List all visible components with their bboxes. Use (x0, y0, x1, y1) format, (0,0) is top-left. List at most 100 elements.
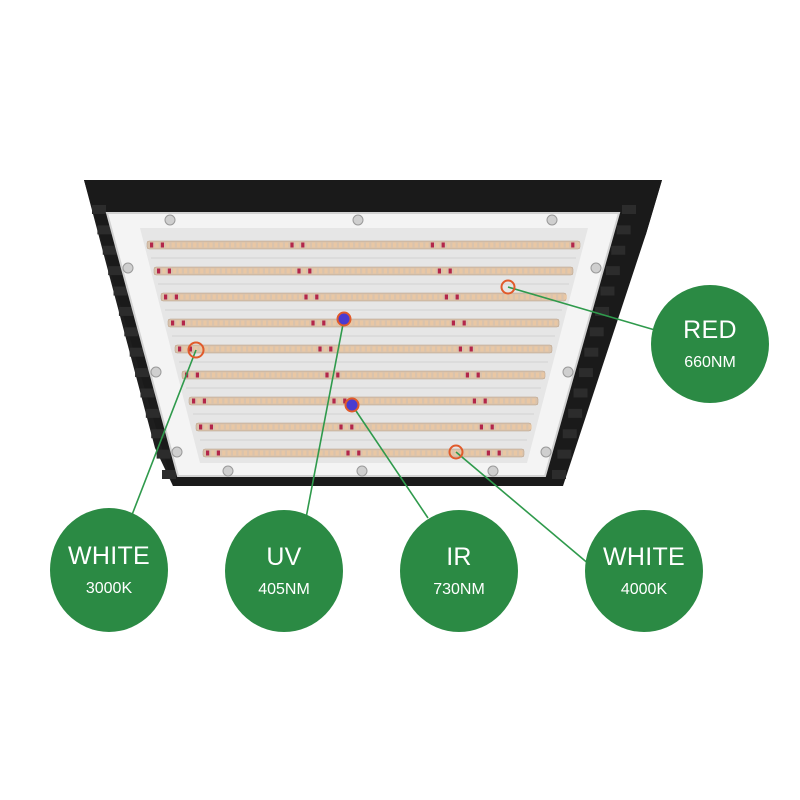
led-chip (501, 424, 505, 430)
led-chip (419, 320, 423, 326)
led-chip (262, 320, 266, 326)
led-chip (536, 372, 540, 378)
led-chip (525, 372, 529, 378)
led-chip (558, 294, 562, 300)
led-chip (434, 294, 438, 300)
led-chip (462, 398, 466, 404)
led-chip (214, 242, 218, 248)
led-chip (323, 346, 327, 352)
led-chip (446, 320, 450, 326)
heatsink-fin (562, 429, 577, 439)
led-chip (313, 268, 317, 274)
led-chip (403, 242, 407, 248)
heatsink-fin (552, 470, 566, 479)
led-chip (187, 242, 191, 248)
led-chip (274, 424, 278, 430)
led-chip (411, 450, 415, 456)
led-chip (242, 346, 246, 352)
led-chip (324, 268, 328, 274)
led-chip (291, 346, 295, 352)
led-strips (146, 240, 581, 458)
led-chip (271, 372, 275, 378)
led-chip (362, 268, 366, 274)
led-chip (514, 372, 518, 378)
led-chip (375, 398, 379, 404)
led-chip (215, 424, 219, 430)
led-chip (533, 242, 537, 248)
led-chip (427, 268, 431, 274)
led-chip (355, 424, 359, 430)
led-chip (288, 294, 292, 300)
led-chip (268, 320, 272, 326)
led-chip (207, 294, 211, 300)
led-chip (233, 450, 237, 456)
led-chip (547, 294, 551, 300)
led-chip (248, 268, 252, 274)
led-chip (426, 346, 430, 352)
led-chip (239, 294, 243, 300)
led-chip (231, 242, 235, 248)
led-chip (465, 372, 469, 378)
led-chip (495, 242, 499, 248)
leader-lines (129, 286, 656, 566)
led-chip (526, 398, 530, 404)
led-chip (347, 372, 351, 378)
led-chip (205, 346, 209, 352)
led-chip (275, 346, 279, 352)
led-chip (222, 372, 226, 378)
heatsink-fin (605, 266, 620, 276)
led-chip (328, 424, 332, 430)
led-chip (355, 242, 359, 248)
led-chip (322, 320, 326, 326)
led-chip (270, 268, 274, 274)
led-chip (266, 294, 270, 300)
led-chip (432, 450, 436, 456)
led-chip (415, 424, 419, 430)
led-chip (187, 320, 191, 326)
led-chip (503, 450, 507, 456)
led-chip (388, 424, 392, 430)
led-chip (192, 320, 196, 326)
led-chip (454, 268, 458, 274)
heatsink-fin (595, 306, 610, 316)
led-chip (444, 294, 448, 300)
led-chip (201, 372, 205, 378)
led-chip (167, 268, 171, 274)
led-chip (351, 268, 355, 274)
led-chip (479, 424, 483, 430)
led-chip (171, 320, 175, 326)
badge-uv-sub: 405NM (258, 581, 310, 598)
led-chip (342, 294, 346, 300)
badge-red: RED 660NM (651, 285, 769, 403)
led-chip (253, 424, 257, 430)
leader-line-uv (305, 318, 345, 519)
led-chip (295, 320, 299, 326)
led-chip (262, 398, 266, 404)
heatsink-fin (573, 388, 588, 398)
led-chip (405, 450, 409, 456)
heatsink-fin (135, 368, 150, 378)
led-chip (381, 398, 385, 404)
heatsink-fin (97, 225, 112, 235)
led-chip (468, 320, 472, 326)
led-chip (215, 346, 219, 352)
led-chip (387, 242, 391, 248)
led-chip (249, 372, 253, 378)
led-chip (563, 294, 567, 300)
led-chip (335, 450, 339, 456)
led-chip (316, 398, 320, 404)
led-chip (523, 424, 527, 430)
badge-uv: UV 405NM (225, 510, 343, 632)
led-chip (522, 242, 526, 248)
led-chip (484, 320, 488, 326)
led-chip (224, 398, 228, 404)
led-chip (164, 294, 168, 300)
led-chip (356, 346, 360, 352)
led-chip (452, 424, 456, 430)
led-chip (217, 372, 221, 378)
led-chip (198, 320, 202, 326)
led-chip (531, 294, 535, 300)
led-chip (339, 424, 343, 430)
led-chip (476, 372, 480, 378)
bolt (590, 262, 602, 274)
